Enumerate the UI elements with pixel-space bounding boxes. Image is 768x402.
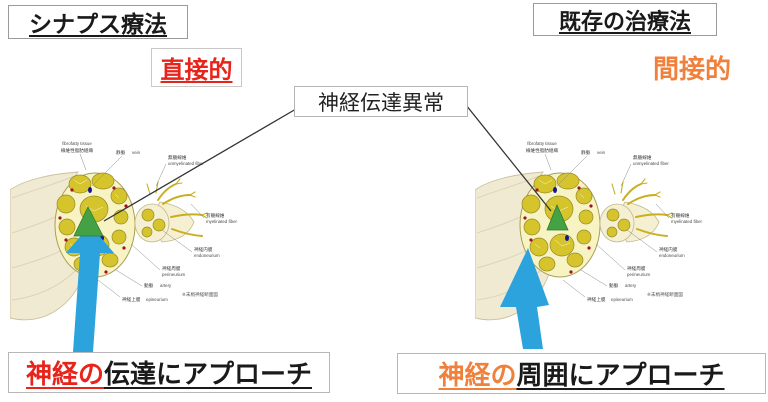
abnormality-triangle-left	[73, 206, 104, 237]
center-label-text: 神経伝達異常	[318, 90, 444, 115]
approach-arrow-right	[500, 248, 549, 349]
indirect-tag: 間接的	[636, 50, 748, 84]
nerve-diagram-left	[10, 140, 239, 321]
indirect-tag-text: 間接的	[652, 54, 731, 84]
connector-line-left	[103, 108, 297, 222]
connector-line-right	[465, 104, 552, 212]
approach-right-highlight: 神経の	[438, 361, 517, 390]
approach-statement-right: 神経の周囲にアプローチ	[397, 353, 766, 394]
existing-treatment-title: 既存の治療法	[533, 3, 717, 36]
direct-tag-text: 直接的	[160, 58, 233, 84]
approach-right-rest: 周囲にアプローチ	[516, 361, 725, 390]
nerve-transmission-abnormality-label: 神経伝達異常	[294, 86, 468, 117]
direct-tag: 直接的	[151, 48, 242, 87]
approach-arrow-left	[66, 225, 114, 352]
approach-left-highlight: 神経の	[25, 360, 104, 389]
synapse-therapy-title-text: シナプス療法	[29, 12, 167, 37]
existing-treatment-title-text: 既存の治療法	[558, 8, 691, 34]
approach-statement-left: 神経の伝達にアプローチ	[8, 352, 330, 393]
abnormality-triangle-right	[546, 203, 569, 231]
approach-left-rest: 伝達にアプローチ	[104, 360, 313, 389]
synapse-therapy-title: シナプス療法	[8, 5, 188, 39]
